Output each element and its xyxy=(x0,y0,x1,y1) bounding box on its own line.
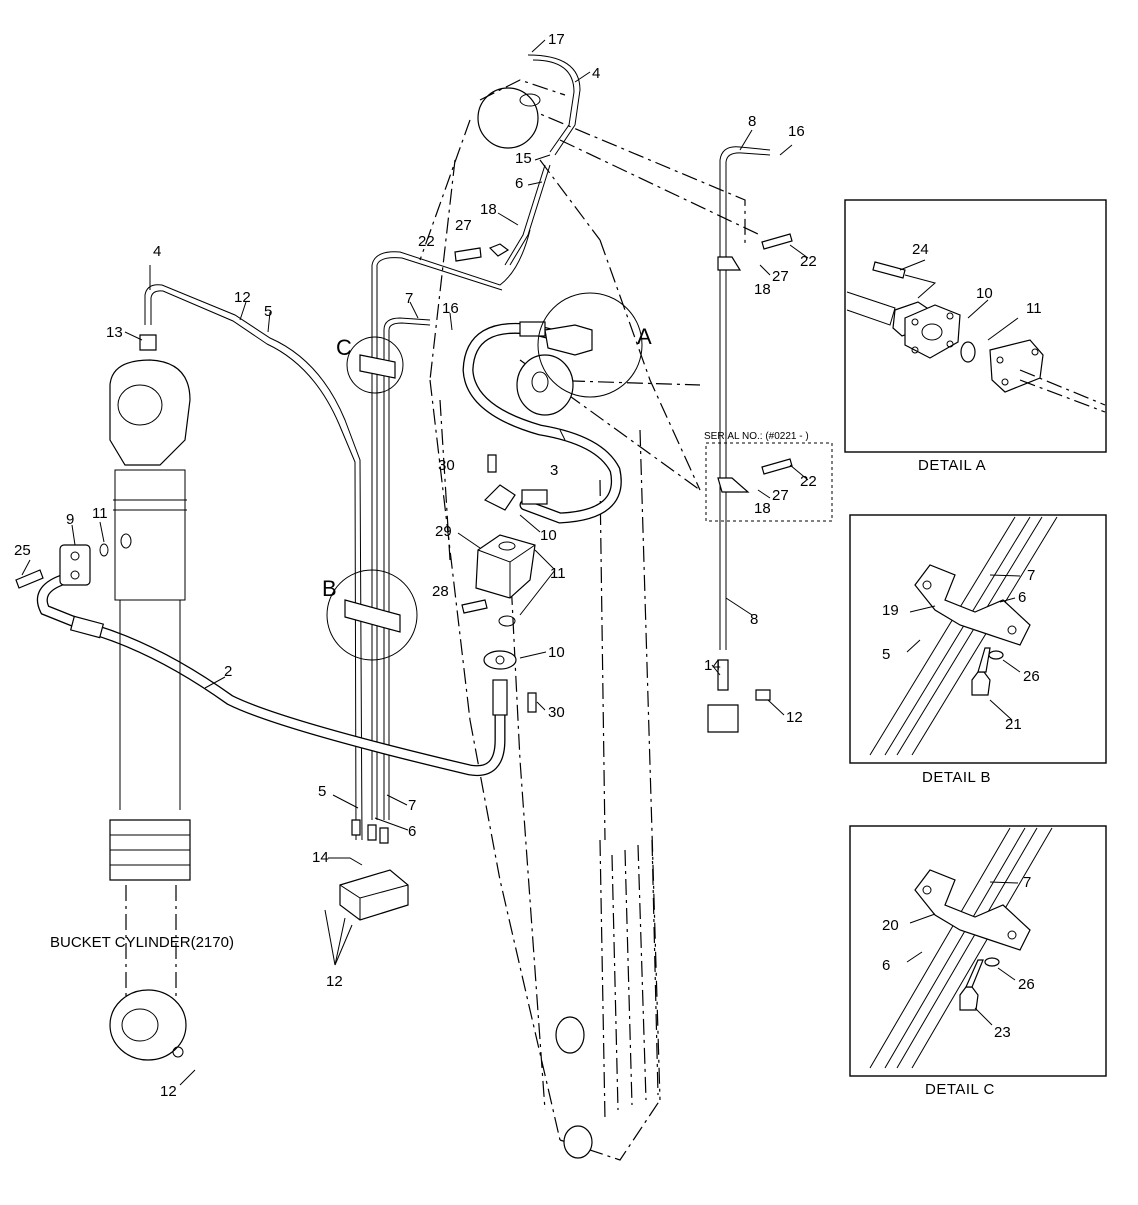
hose-3 xyxy=(462,321,622,524)
callout-11: 11 xyxy=(550,565,566,582)
detail-c-caption: DETAIL C xyxy=(925,1081,995,1098)
callout-22: 22 xyxy=(800,473,817,490)
serial-box xyxy=(705,442,833,522)
right-block xyxy=(707,659,771,733)
callout-22: 22 xyxy=(800,253,817,270)
detail-b-callout-5: 5 xyxy=(882,646,890,663)
hose-4-left xyxy=(144,284,363,841)
callout-9: 9 xyxy=(66,511,74,528)
arm-structure xyxy=(419,79,761,1161)
callout-27: 27 xyxy=(772,487,789,504)
callout-4: 4 xyxy=(592,65,600,82)
serial-note: SERIAL NO.: (#0221 - ) xyxy=(704,431,809,442)
callout-17: 17 xyxy=(548,31,565,48)
callout-10: 10 xyxy=(540,527,557,544)
callout-5: 5 xyxy=(318,783,326,800)
detail-a-callout-24: 24 xyxy=(912,241,929,258)
callout-12: 12 xyxy=(786,709,803,726)
callout-numbers: 17 4 8 16 15 6 18 27 22 22 27 18 4 12 5 … xyxy=(14,31,817,1100)
detail-a-callout-10: 10 xyxy=(976,285,993,302)
callout-2: 2 xyxy=(224,663,232,680)
callout-12: 12 xyxy=(326,973,343,990)
callout-30: 30 xyxy=(548,704,565,721)
detail-c-callout-20: 20 xyxy=(882,917,899,934)
callout-18: 18 xyxy=(754,500,771,517)
callout-5: 5 xyxy=(264,303,272,320)
hose-2 xyxy=(36,574,508,777)
callout-25: 25 xyxy=(14,542,31,559)
detail-a-callout-11: 11 xyxy=(1026,300,1042,317)
clamps-pipe-8 xyxy=(717,233,793,493)
callout-4: 4 xyxy=(153,243,161,260)
callout-27: 27 xyxy=(772,268,789,285)
detail-b-panel: 7 6 19 5 26 21 DETAIL B xyxy=(849,514,1107,786)
callout-15: 15 xyxy=(515,150,532,167)
pipe-bundle xyxy=(371,54,771,820)
callout-10: 10 xyxy=(548,644,565,661)
detail-c-callout-23: 23 xyxy=(994,1024,1011,1041)
callout-22: 22 xyxy=(418,233,435,250)
detail-c-callout-6: 6 xyxy=(882,957,890,974)
callout-3: 3 xyxy=(550,462,558,479)
callout-13: 13 xyxy=(106,324,123,341)
callout-8: 8 xyxy=(748,113,756,130)
callout-16: 16 xyxy=(442,300,459,317)
detail-b-callout-6: 6 xyxy=(1018,589,1026,606)
callout-29: 29 xyxy=(435,523,452,540)
callout-12: 12 xyxy=(234,289,251,306)
detail-c-callout-26: 26 xyxy=(1018,976,1035,993)
detail-c-callout-7: 7 xyxy=(1023,874,1031,891)
callout-18: 18 xyxy=(480,201,497,218)
detail-b-callout-21: 21 xyxy=(1005,716,1022,733)
detail-b-caption: DETAIL B xyxy=(922,769,991,786)
callout-14: 14 xyxy=(704,657,721,674)
callout-18: 18 xyxy=(754,281,771,298)
detail-b-callout-19: 19 xyxy=(882,602,899,619)
callout-7: 7 xyxy=(405,290,413,307)
callout-28: 28 xyxy=(432,583,449,600)
callout-8: 8 xyxy=(750,611,758,628)
leader-lines xyxy=(21,39,809,1086)
lower-block xyxy=(339,819,409,921)
detail-b-callout-26: 26 xyxy=(1023,668,1040,685)
detail-circles xyxy=(326,243,643,661)
bucket-cylinder xyxy=(109,359,191,1061)
detail-a-panel: 24 10 11 DETAIL A xyxy=(844,199,1107,474)
detail-a-caption: DETAIL A xyxy=(918,457,986,474)
valve-block-29 xyxy=(461,454,537,713)
detail-b-callout-7: 7 xyxy=(1027,567,1035,584)
callout-16: 16 xyxy=(788,123,805,140)
callout-7: 7 xyxy=(408,797,416,814)
callout-6: 6 xyxy=(515,175,523,192)
callout-6: 6 xyxy=(408,823,416,840)
bucket-cylinder-label: BUCKET CYLINDER(2170) xyxy=(50,934,234,951)
callout-11: 11 xyxy=(92,505,108,522)
detail-marker-c: C xyxy=(336,335,352,360)
callout-14: 14 xyxy=(312,849,329,866)
callout-12: 12 xyxy=(160,1083,177,1100)
detail-marker-b: B xyxy=(322,576,337,601)
callout-27: 27 xyxy=(455,217,472,234)
detail-c-panel: 7 20 6 26 23 DETAIL C xyxy=(849,825,1107,1098)
callout-30: 30 xyxy=(438,457,455,474)
detail-marker-a: A xyxy=(637,324,652,349)
